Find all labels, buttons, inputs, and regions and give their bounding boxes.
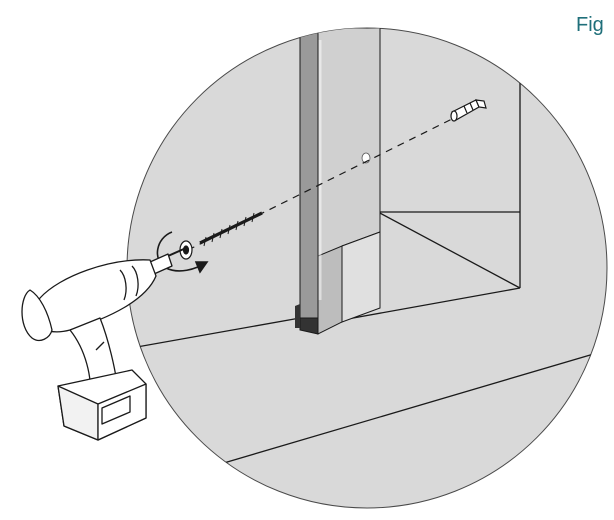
cordless-drill-icon <box>21 247 187 441</box>
figure-label: Fig <box>576 14 604 36</box>
wall-plug-icon <box>450 99 487 122</box>
wall-and-floor-lines <box>127 28 607 471</box>
screw-icon <box>199 211 263 247</box>
vertical-profile <box>295 28 381 335</box>
alignment-dashed-line <box>187 114 461 251</box>
